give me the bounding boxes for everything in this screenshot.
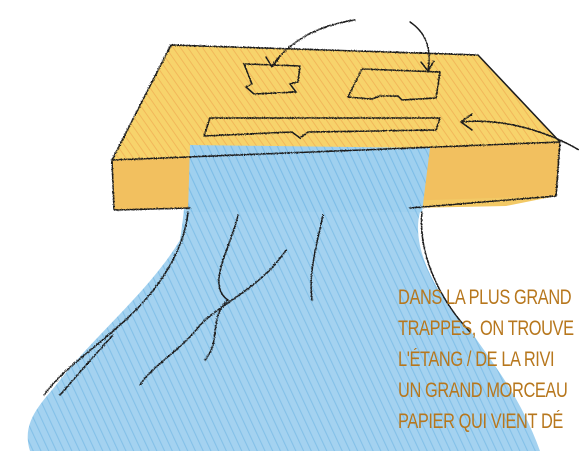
caption-line-4: un grand morceau — [398, 379, 567, 403]
caption-line-5: papier qui vient dé — [398, 410, 563, 434]
caption-line-1: Dans la plus grand — [398, 286, 571, 310]
slab-top-face — [112, 45, 560, 160]
caption-line-3: l'étang / de la rivi — [398, 348, 554, 372]
caption-line-2: trappes, on trouve — [398, 317, 574, 341]
